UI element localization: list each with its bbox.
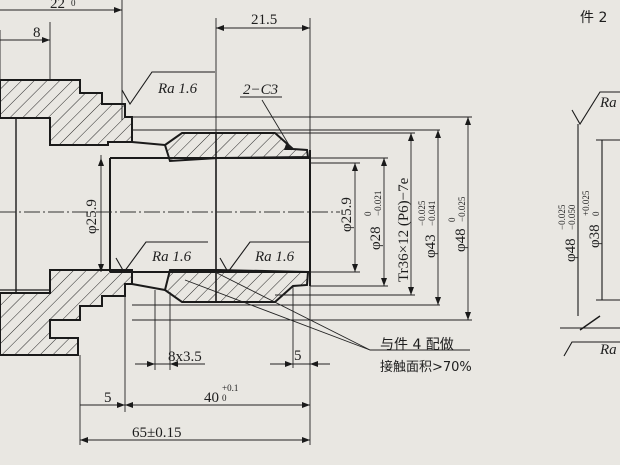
- part2-view: 件 2 Ra Ra φ48 −0.025 −0.050 φ38 +0.025 0: [557, 10, 620, 358]
- thread-label: Tr36×12 (P6)−7e: [396, 177, 412, 282]
- dim-65-label: 65±0.15: [132, 425, 181, 441]
- part2-phi-38-lower-tol: 0: [591, 211, 601, 216]
- lower-nut-section: [163, 269, 310, 303]
- part-outlines: [0, 118, 311, 302]
- phi-28-label: φ28: [368, 226, 384, 250]
- dim-40-label: 40: [204, 390, 219, 406]
- phi-25-9-left-label: φ25.9: [84, 199, 100, 234]
- dim-8x3-5-label: 8x3.5: [168, 349, 202, 365]
- roughness-bottom-right-label: Ra 1.6: [254, 249, 295, 265]
- part2-ra-bottom-label: Ra: [599, 342, 617, 358]
- dim-21-5-label: 21.5: [251, 12, 277, 28]
- roughness-top-label: Ra 1.6: [157, 81, 198, 97]
- chamfer-label: 2−C3: [243, 82, 278, 98]
- part2-phi-48-upper-tol: −0.025: [557, 204, 567, 230]
- part2-phi-48-lower-tol: −0.050: [567, 204, 577, 230]
- dim-8-label: 8: [33, 25, 41, 41]
- part2-phi-38-upper-tol: +0.025: [581, 190, 591, 216]
- note-line-2: 接触面积>70%: [380, 359, 472, 375]
- upper-body-section: [0, 79, 133, 146]
- dim-22-label: 22: [50, 0, 65, 12]
- lower-body-section: [0, 269, 133, 356]
- part2-title: 件 2: [580, 10, 607, 26]
- phi-48-label: φ48: [453, 228, 469, 252]
- phi-43-lower-tol: −0.041: [427, 201, 437, 226]
- upper-nut-section: [163, 132, 310, 163]
- part2-phi-48-label: φ48: [563, 238, 579, 262]
- phi-25-9-right-label: φ25.9: [339, 197, 355, 232]
- dim-5-right-label: 5: [294, 348, 302, 364]
- roughness-symbols: [115, 71, 310, 274]
- dim-40-upper-tol: +0.1: [222, 383, 238, 393]
- note-line-1: 与件 4 配做: [380, 337, 454, 353]
- phi-48-lower-tol: −0.025: [457, 196, 467, 222]
- dim-40-lower-tol: 0: [222, 393, 227, 403]
- phi-48-upper-tol: 0: [447, 217, 457, 222]
- arrowheads: [42, 7, 471, 443]
- phi-28-lower-tol: −0.021: [373, 191, 383, 216]
- dim-22-tolerance: 0: [71, 0, 76, 8]
- phi-43-label: φ43: [423, 234, 439, 258]
- dim-5-bottom-label: 5: [104, 390, 112, 406]
- dimension-lines: [0, 0, 472, 445]
- section-hatching: [0, 79, 310, 356]
- part2-ra-top-label: Ra: [599, 95, 617, 111]
- part2-phi-38-label: φ38: [587, 224, 603, 248]
- phi-43-upper-tol: −0.025: [417, 200, 427, 226]
- roughness-bottom-left-label: Ra 1.6: [151, 249, 192, 265]
- diameter-labels: φ25.9 φ25.9 φ28 0 −0.021 Tr36×12 (P6)−7e…: [84, 177, 469, 282]
- phi-28-upper-tol: 0: [363, 211, 373, 216]
